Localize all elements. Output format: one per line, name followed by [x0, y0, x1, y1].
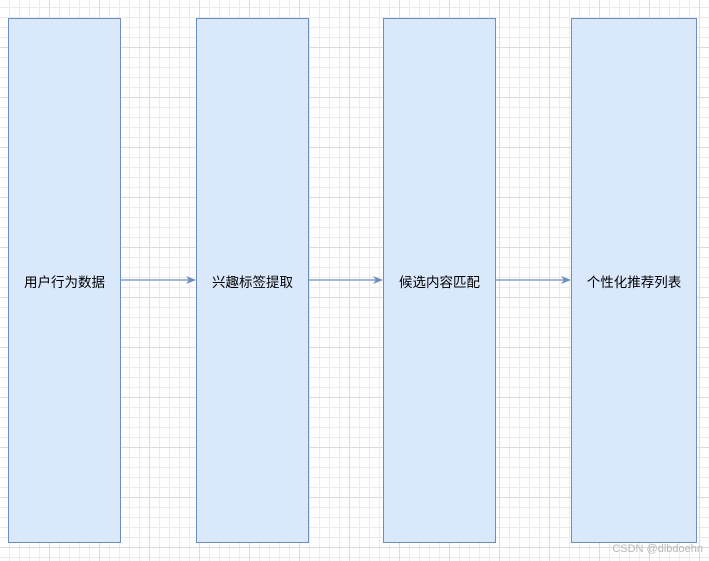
node-label: 候选内容匹配: [399, 274, 480, 291]
node-label: 兴趣标签提取: [212, 274, 293, 291]
node-label: 用户行为数据: [24, 274, 105, 291]
node-personalized-recommendation-list[interactable]: 个性化推荐列表: [571, 18, 697, 543]
node-user-behavior-data[interactable]: 用户行为数据: [8, 18, 121, 543]
watermark: CSDN @dlbdoehn: [612, 543, 703, 555]
node-candidate-content-matching[interactable]: 候选内容匹配: [383, 18, 496, 543]
node-label: 个性化推荐列表: [586, 274, 682, 291]
node-interest-tag-extraction[interactable]: 兴趣标签提取: [196, 18, 309, 543]
